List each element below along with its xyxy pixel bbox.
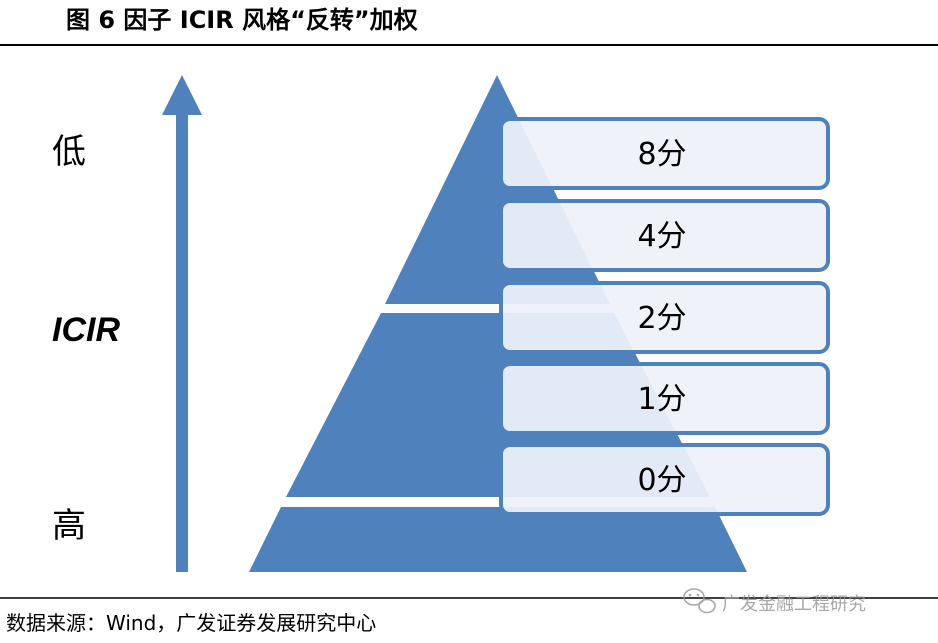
axis-arrow-head [162, 75, 202, 115]
score-box: 0分 [499, 443, 830, 516]
figure-title: 图 6 因子 ICIR 风格“反转”加权 [66, 6, 418, 34]
score-box-frame [499, 199, 830, 272]
score-box: 8分 [499, 117, 830, 190]
score-box: 1分 [499, 362, 830, 435]
score-boxes: 8分 4分 2分 1分 0分 [499, 117, 830, 516]
pyramid-tier-bottom [249, 507, 747, 572]
score-box-label: 8分 [637, 137, 686, 172]
icir-axis-arrow [162, 75, 202, 572]
axis-label-middle: ICIR [52, 311, 120, 349]
source-note: 数据来源：Wind，广发证券发展研究中心 [6, 611, 376, 635]
score-box: 2分 [499, 281, 830, 354]
score-box-frame [499, 443, 830, 516]
score-box-frame [499, 117, 830, 190]
axis-label-bottom: 高 [52, 506, 86, 546]
score-box-frame [499, 281, 830, 354]
axis-label-top: 低 [52, 132, 86, 172]
score-box-label: 2分 [637, 301, 686, 336]
score-box-frame [499, 362, 830, 435]
score-box-label: 0分 [637, 463, 686, 498]
score-box-label: 4分 [637, 219, 686, 254]
score-box: 4分 [499, 199, 830, 272]
watermark: 广发金融工程研究 [683, 588, 866, 615]
wechat-icon [683, 588, 716, 614]
score-box-label: 1分 [637, 382, 686, 417]
axis-arrow-shaft [176, 113, 188, 572]
watermark-text: 广发金融工程研究 [722, 594, 866, 615]
